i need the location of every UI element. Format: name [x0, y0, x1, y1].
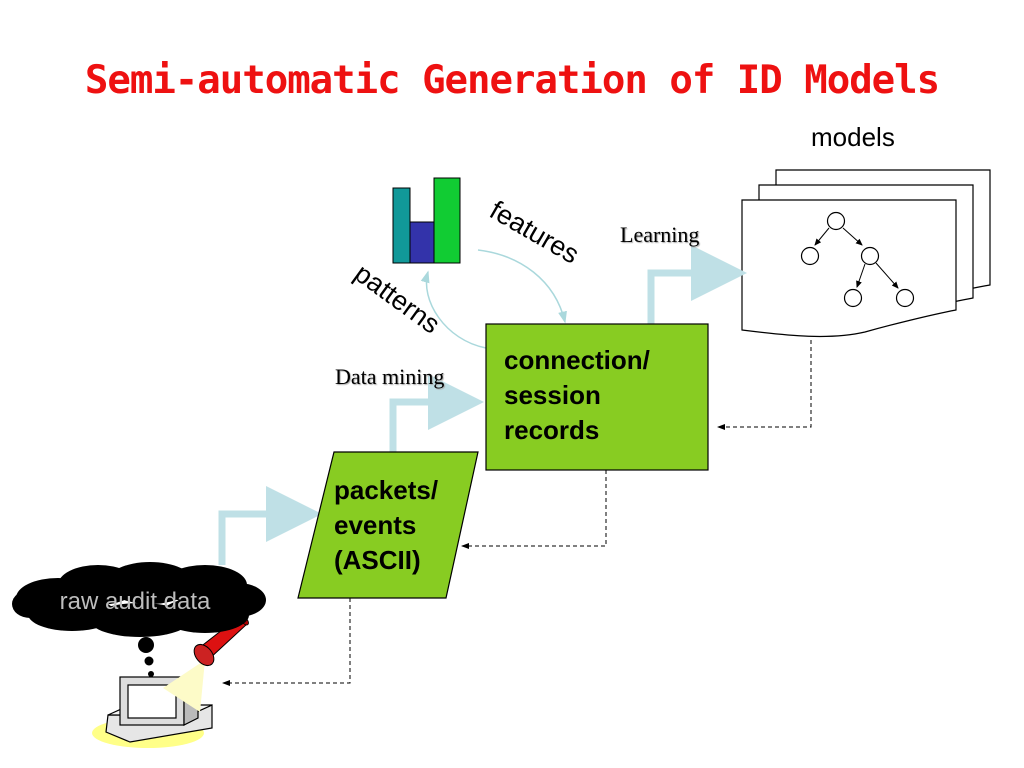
connection-records-box [485, 323, 709, 471]
connection-records-text: connection/ session records [504, 343, 650, 448]
flow-arrow-raw-to-packets [218, 486, 322, 565]
feedback-arrow-models [717, 340, 812, 430]
feedback-arrow-packets [222, 598, 351, 686]
connection-line: connection/ [504, 345, 650, 375]
packets-line: packets/ [334, 475, 439, 505]
patterns-label: patterns [349, 258, 446, 340]
data-mining-label: Data mining [335, 364, 445, 389]
learning-label: Learning [620, 222, 700, 247]
ascii-line: (ASCII) [334, 545, 421, 575]
events-line: events [334, 510, 417, 540]
feedback-arrow-records [461, 470, 607, 549]
flow-arrow-records-to-models [647, 245, 747, 324]
cloud-icon [12, 562, 266, 637]
patterns-arrow [420, 270, 487, 349]
features-label: features [485, 195, 584, 270]
models-label: models [811, 122, 895, 152]
decision-tree-icon [741, 169, 991, 338]
session-line: session [504, 380, 601, 410]
flow-arrow-packets-to-records [389, 374, 484, 452]
raw-audit-data-label: raw audit data [60, 588, 211, 615]
packets-events-box [297, 451, 479, 599]
light-beam [163, 660, 205, 712]
features-arrow [477, 249, 567, 324]
slide-title: Semi-automatic Generation of ID Models [84, 58, 940, 103]
packets-events-text: packets/ events (ASCII) [334, 473, 438, 578]
thought-dots [138, 637, 154, 677]
bar-chart-icon [392, 177, 461, 264]
records-line: records [504, 415, 600, 445]
